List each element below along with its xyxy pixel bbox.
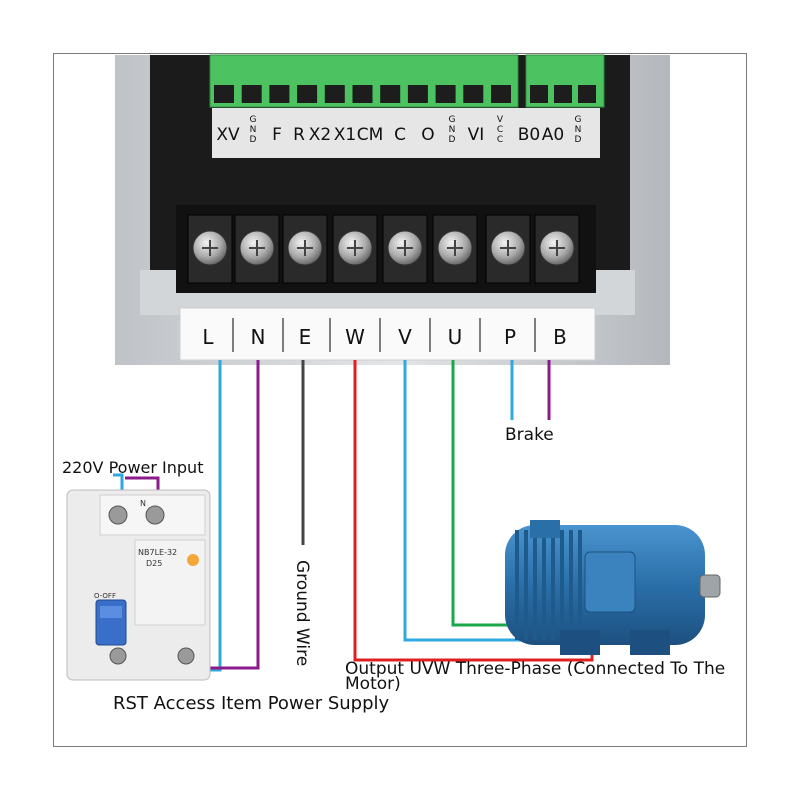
control-terminal-label: O	[421, 125, 434, 145]
motor	[505, 520, 721, 655]
circuit-breaker: NB7LE-32 D25 O-OFF N	[66, 489, 211, 681]
control-terminal-label: F	[272, 125, 282, 145]
power-terminal-label: P	[504, 325, 516, 349]
wire-n-purple	[192, 360, 260, 670]
power-terminal-label: L	[202, 325, 214, 349]
rst-power-supply-label: RST Access Item Power Supply	[113, 693, 390, 714]
power-terminal-label: V	[398, 325, 412, 349]
control-terminal-label: B0	[518, 125, 540, 145]
control-terminal-block	[209, 54, 605, 158]
power-terminal-label: E	[299, 325, 312, 349]
control-terminal-label: R	[293, 125, 305, 145]
brake-label: Brake	[505, 425, 554, 445]
control-terminal-label: CM	[357, 125, 384, 145]
power-terminal-label: B	[553, 325, 567, 349]
power-input-label: 220V Power Input	[62, 458, 204, 477]
svg-text:NB7LE-32: NB7LE-32	[138, 548, 177, 557]
control-terminal-label: A0	[542, 125, 564, 145]
output-uvw-label: Output UVW Three-Phase (Connected To The…	[345, 659, 726, 694]
control-terminal-label: X1	[334, 125, 356, 145]
power-terminal-label: W	[345, 325, 365, 349]
svg-text:D25: D25	[146, 559, 162, 568]
control-terminal-label: VI	[468, 125, 485, 145]
ground-wire-label: Ground Wire	[292, 560, 312, 667]
svg-text:O-OFF: O-OFF	[94, 592, 116, 600]
control-terminal-label: X2	[309, 125, 331, 145]
control-terminal-label: XV	[216, 125, 240, 145]
control-terminal-label: C	[394, 125, 406, 145]
svg-text:N: N	[140, 499, 146, 508]
power-terminal-label: U	[448, 325, 463, 349]
power-terminal-label: N	[251, 325, 266, 349]
